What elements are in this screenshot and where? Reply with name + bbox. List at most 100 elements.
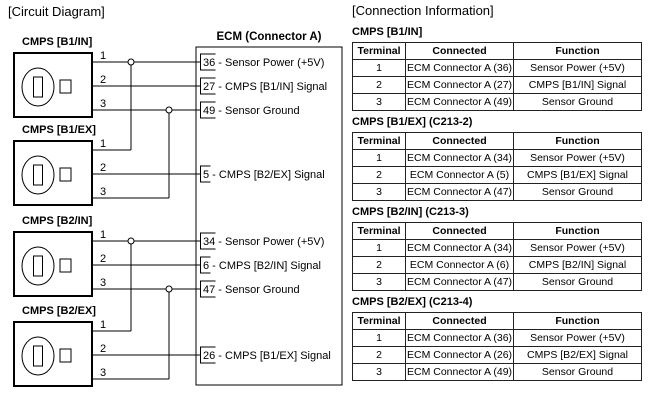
terminal-cell: 1 xyxy=(352,239,406,257)
pin-number: 1 xyxy=(100,50,106,62)
connection-table: Terminal Connected Function 1 ECM Connec… xyxy=(352,42,642,111)
sensor-symbol xyxy=(21,155,55,195)
table-header-row: Terminal Connected Function xyxy=(352,222,642,240)
connected-cell: ECM Connector A (47) xyxy=(405,273,514,291)
pin-number: 2 xyxy=(100,162,106,174)
col-header-function: Function xyxy=(513,132,642,150)
terminal-cell: 3 xyxy=(352,183,406,201)
pin-number: 1 xyxy=(100,138,106,150)
connected-cell: ECM Connector A (49) xyxy=(405,93,514,111)
ecm-pin-label: 27 - CMPS [B1/IN] Signal xyxy=(203,81,327,93)
col-header-terminal: Terminal xyxy=(352,312,406,330)
function-cell: CMPS [B1/EX] Signal xyxy=(513,166,642,184)
function-cell: CMPS [B1/IN] Signal xyxy=(513,76,642,94)
connection-table: Terminal Connected Function 1 ECM Connec… xyxy=(352,132,642,201)
pin-number: 2 xyxy=(100,74,106,86)
ecm-box: ECM (Connector A) 36 - Sensor Power (+5V… xyxy=(195,31,343,386)
table-header-row: Terminal Connected Function xyxy=(352,132,642,150)
col-header-terminal: Terminal xyxy=(352,132,406,150)
terminal-cell: 2 xyxy=(352,166,406,184)
sensor-symbol xyxy=(21,67,55,107)
table-block-b2-ex: CMPS [B2/EX] (C213-4) Terminal Connected… xyxy=(352,296,642,381)
table-row: 2 ECM Connector A (27) CMPS [B1/IN] Sign… xyxy=(352,76,642,94)
function-cell: Sensor Power (+5V) xyxy=(513,149,642,167)
pin-contact xyxy=(59,258,72,273)
connected-cell: ECM Connector A (26) xyxy=(405,346,514,364)
terminal-cell: 3 xyxy=(352,273,406,291)
function-cell: Sensor Ground xyxy=(513,363,642,381)
function-cell: CMPS [B2/IN] Signal xyxy=(513,256,642,274)
ecm-pin-label: 6 - CMPS [B2/IN] Signal xyxy=(203,260,321,272)
col-header-connected: Connected xyxy=(405,132,514,150)
function-cell: Sensor Ground xyxy=(513,183,642,201)
connector-label: CMPS [B2/EX] xyxy=(22,305,96,317)
table-row: 2 ECM Connector A (6) CMPS [B2/IN] Signa… xyxy=(352,256,642,274)
connected-cell: ECM Connector A (5) xyxy=(405,166,514,184)
col-header-terminal: Terminal xyxy=(352,42,406,60)
pin-number: 3 xyxy=(100,98,106,110)
connection-information-title: [Connection Information] xyxy=(352,3,494,18)
connection-table: Terminal Connected Function 1 ECM Connec… xyxy=(352,222,642,291)
terminal-cell: 1 xyxy=(352,149,406,167)
col-header-connected: Connected xyxy=(405,42,514,60)
terminal-cell: 1 xyxy=(352,59,406,77)
connector-body xyxy=(13,231,93,297)
wire-junction-dots xyxy=(127,58,173,293)
terminal-cell: 2 xyxy=(352,346,406,364)
table-row: 3 ECM Connector A (49) Sensor Ground xyxy=(352,363,642,381)
connected-cell: ECM Connector A (6) xyxy=(405,256,514,274)
function-cell: CMPS [B2/EX] Signal xyxy=(513,346,642,364)
function-cell: Sensor Power (+5V) xyxy=(513,329,642,347)
terminal-cell: 2 xyxy=(352,256,406,274)
table-header-row: Terminal Connected Function xyxy=(352,312,642,330)
terminal-cell: 3 xyxy=(352,93,406,111)
terminal-cell: 1 xyxy=(352,329,406,347)
pin-contact xyxy=(59,167,72,182)
circuit-diagram-title: [Circuit Diagram] xyxy=(8,4,105,19)
connector-body xyxy=(13,321,93,387)
connected-cell: ECM Connector A (36) xyxy=(405,329,514,347)
pin-number: 2 xyxy=(100,343,106,355)
connection-table: Terminal Connected Function 1 ECM Connec… xyxy=(352,312,642,381)
table-row: 2 ECM Connector A (26) CMPS [B2/EX] Sign… xyxy=(352,346,642,364)
table-block-b1-ex: CMPS [B1/EX] (C213-2) Terminal Connected… xyxy=(352,116,642,201)
ecm-pin-label: 5 - CMPS [B2/EX] Signal xyxy=(203,169,325,181)
pin-contact xyxy=(59,348,72,363)
table-block-b2-in: CMPS [B2/IN] (C213-3) Terminal Connected… xyxy=(352,206,642,291)
pin-number: 1 xyxy=(100,229,106,241)
connector-b2-ex: CMPS [B2/EX] 1 2 3 xyxy=(13,305,106,387)
pin-number: 1 xyxy=(100,319,106,331)
connected-cell: ECM Connector A (34) xyxy=(405,239,514,257)
function-cell: Sensor Ground xyxy=(513,93,642,111)
col-header-function: Function xyxy=(513,312,642,330)
sensor-symbol xyxy=(21,246,55,286)
table-row: 1 ECM Connector A (36) Sensor Power (+5V… xyxy=(352,59,642,77)
pin-number: 2 xyxy=(100,253,106,265)
table-row: 3 ECM Connector A (49) Sensor Ground xyxy=(352,93,642,111)
connected-cell: ECM Connector A (34) xyxy=(405,149,514,167)
col-header-connected: Connected xyxy=(405,312,514,330)
table-title: CMPS [B1/IN] xyxy=(352,26,423,38)
connector-b1-in: CMPS [B1/IN] 1 2 3 xyxy=(13,36,106,118)
connector-label: CMPS [B2/IN] xyxy=(22,215,93,227)
ecm-pin-label: 34 - Sensor Power (+5V) xyxy=(203,236,324,248)
function-cell: Sensor Power (+5V) xyxy=(513,239,642,257)
function-cell: Sensor Power (+5V) xyxy=(513,59,642,77)
ecm-pin-label: 36 - Sensor Power (+5V) xyxy=(203,57,324,69)
table-row: 1 ECM Connector A (36) Sensor Power (+5V… xyxy=(352,329,642,347)
connected-cell: ECM Connector A (36) xyxy=(405,59,514,77)
connection-information-panel: [Connection Information] CMPS [B1/IN] Te… xyxy=(352,0,644,400)
table-row: 3 ECM Connector A (47) Sensor Ground xyxy=(352,273,642,291)
connector-body xyxy=(13,140,93,206)
table-title: CMPS [B2/EX] (C213-4) xyxy=(352,296,473,308)
connector-b1-ex: CMPS [B1/EX] 1 2 3 xyxy=(13,124,106,206)
table-row: 1 ECM Connector A (34) Sensor Power (+5V… xyxy=(352,149,642,167)
table-block-b1-in: CMPS [B1/IN] Terminal Connected Function… xyxy=(352,26,642,111)
col-header-terminal: Terminal xyxy=(352,222,406,240)
connected-cell: ECM Connector A (27) xyxy=(405,76,514,94)
connector-body xyxy=(13,52,93,118)
table-title: CMPS [B1/EX] (C213-2) xyxy=(352,116,473,128)
function-cell: Sensor Ground xyxy=(513,273,642,291)
connected-cell: ECM Connector A (47) xyxy=(405,183,514,201)
connected-cell: ECM Connector A (49) xyxy=(405,363,514,381)
